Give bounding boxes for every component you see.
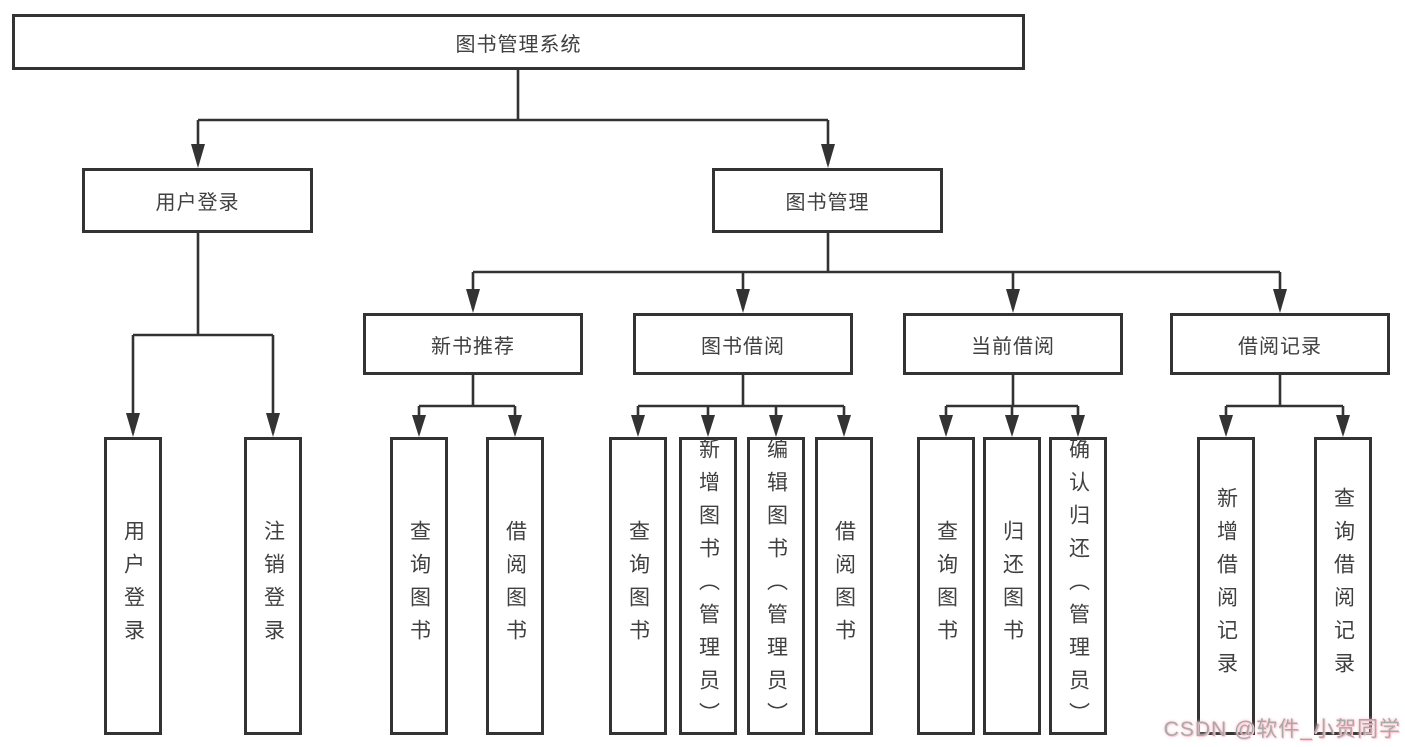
- arrow-down-icon: [821, 144, 835, 168]
- node-book-management: 图书管理: [712, 168, 943, 233]
- leaf-label: 查询图书: [626, 520, 650, 652]
- leaf-logout: 注销登录: [244, 437, 302, 735]
- leaf-label: 确认归还（管理员）: [1066, 437, 1090, 735]
- connector-current-borrow-to-leaves: [939, 375, 1085, 437]
- leaf-label: 新增借阅记录: [1214, 487, 1238, 685]
- leaf-label: 查询借阅记录: [1331, 487, 1355, 685]
- leaf-label: 用户登录: [121, 520, 145, 652]
- arrow-down-icon: [1005, 415, 1019, 437]
- leaf-add-borrow-record: 新增借阅记录: [1197, 437, 1255, 735]
- watermark-text: CSDN @软件_小贺同学: [1163, 718, 1401, 741]
- arrow-down-icon: [837, 415, 851, 437]
- leaf-return-book: 归还图书: [983, 437, 1041, 735]
- leaf-query-books-1: 查询图书: [390, 437, 448, 735]
- leaf-edit-book-admin: 编辑图书（管理员）: [747, 437, 805, 735]
- connector-new-book-recommend-to-leaves: [412, 375, 522, 437]
- arrow-down-icon: [266, 413, 280, 437]
- leaf-label: 编辑图书（管理员）: [764, 437, 788, 735]
- arrow-down-icon: [1219, 415, 1233, 437]
- node-current-borrow: 当前借阅: [903, 313, 1123, 375]
- connector-borrow-records-to-leaves: [1219, 375, 1350, 437]
- arrow-down-icon: [1273, 289, 1287, 313]
- connector-root-to-level1: [191, 70, 835, 168]
- arrow-down-icon: [412, 415, 426, 437]
- arrow-down-icon: [1336, 415, 1350, 437]
- leaf-borrow-books-1: 借阅图书: [486, 437, 544, 735]
- arrow-down-icon: [191, 144, 205, 168]
- leaf-label: 借阅图书: [832, 520, 856, 652]
- arrow-down-icon: [508, 415, 522, 437]
- arrow-down-icon: [466, 289, 480, 313]
- arrow-down-icon: [1006, 289, 1020, 313]
- connector-book-management-to-level2: [466, 233, 1287, 313]
- leaf-user-login: 用户登录: [104, 437, 162, 735]
- leaf-borrow-books-2: 借阅图书: [815, 437, 873, 735]
- leaf-add-book-admin: 新增图书（管理员）: [679, 437, 737, 735]
- arrow-down-icon: [939, 415, 953, 437]
- leaf-label: 归还图书: [1000, 520, 1024, 652]
- arrow-down-icon: [701, 415, 715, 437]
- leaf-label: 查询图书: [934, 520, 958, 652]
- connector-user-login-to-leaves: [126, 233, 280, 437]
- node-user-login: 用户登录: [82, 168, 313, 233]
- arrow-down-icon: [1071, 415, 1085, 437]
- leaf-confirm-return-admin: 确认归还（管理员）: [1049, 437, 1107, 735]
- leaf-label: 查询图书: [407, 520, 431, 652]
- node-new-book-recommend: 新书推荐: [363, 313, 583, 375]
- node-book-borrow: 图书借阅: [633, 313, 853, 375]
- connector-book-borrow-to-leaves: [631, 375, 851, 437]
- arrow-down-icon: [736, 289, 750, 313]
- leaf-query-books-2: 查询图书: [609, 437, 667, 735]
- leaf-query-books-3: 查询图书: [917, 437, 975, 735]
- arrow-down-icon: [631, 415, 645, 437]
- leaf-label: 注销登录: [261, 520, 285, 652]
- node-root: 图书管理系统: [12, 14, 1025, 70]
- arrow-down-icon: [769, 415, 783, 437]
- leaf-label: 借阅图书: [503, 520, 527, 652]
- leaf-query-borrow-record: 查询借阅记录: [1314, 437, 1372, 735]
- arrow-down-icon: [126, 413, 140, 437]
- leaf-label: 新增图书（管理员）: [696, 437, 720, 735]
- node-borrow-records: 借阅记录: [1170, 313, 1390, 375]
